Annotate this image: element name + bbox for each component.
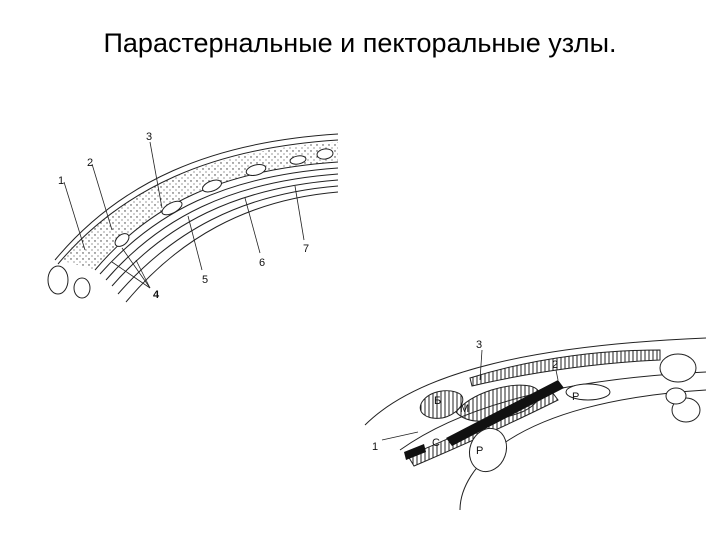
leader-lines-2 (381, 349, 559, 441)
fig1-label-7: 7 (303, 243, 309, 255)
fig2-label-3: 3 (476, 339, 482, 351)
fig2-label-s: С (432, 437, 440, 449)
dark-node (404, 444, 426, 460)
slide-title: Парастернальные и пекторальные узлы. (103, 28, 617, 58)
fig2-label-m: М (460, 403, 469, 415)
ribs (468, 353, 701, 473)
fig1-label-2: 2 (87, 157, 93, 169)
figure-pectoral-section: 3 2 1 Б М С Р Р (364, 337, 706, 510)
fig1-label-1: 1 (58, 175, 64, 187)
fig1-label-6: 6 (259, 257, 265, 269)
tissue-layers (54, 133, 339, 303)
fig2-label-1: 1 (372, 441, 378, 453)
fig2-label-r1: Р (572, 391, 579, 403)
subcutaneous-layer (60, 142, 338, 270)
fig2-label-b: Б (434, 395, 441, 407)
dark-band (446, 380, 564, 446)
fig1-label-5: 5 (202, 274, 208, 286)
fig2-label-2: 2 (552, 359, 558, 371)
fig1-label-4: 4 (153, 289, 160, 301)
lymph-nodes (47, 148, 334, 299)
leader-lines (63, 141, 305, 289)
fig2-label-r2: Р (476, 445, 483, 457)
muscles (407, 349, 661, 467)
fig1-label-3: 3 (146, 131, 152, 143)
figure-chest-wall-section: 1 2 3 4 5 6 7 (47, 131, 339, 303)
